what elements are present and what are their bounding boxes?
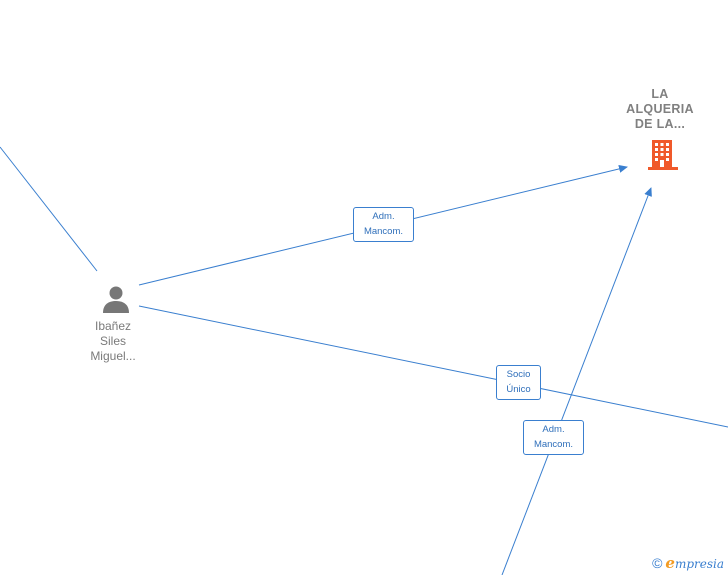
company-label-line: ALQUERIA [626, 102, 694, 116]
brand-name: mpresia [674, 557, 724, 571]
edge-label-socio-unico[interactable]: Socio Único [496, 365, 541, 400]
company-label-line: LA [651, 87, 669, 101]
edge-line-offcanvas-to-company [501, 187, 652, 575]
person-node-label[interactable]: Ibañez Siles Miguel... [73, 319, 153, 364]
brand-initial: e [665, 554, 675, 572]
person-label-line: Miguel... [90, 349, 136, 363]
edge-label-adm-mancom[interactable]: Adm. Mancom. [523, 420, 584, 455]
brand-watermark[interactable]: © empresia [652, 554, 724, 572]
building-icon[interactable] [645, 137, 681, 173]
edge-label-line: Adm. [372, 211, 395, 222]
company-node-label[interactable]: LA ALQUERIA DE LA... [610, 87, 710, 132]
edge-label-adm-mancom[interactable]: Adm. Mancom. [353, 207, 414, 242]
edge-label-line: Mancom. [533, 439, 574, 450]
copyright-icon: © [652, 555, 663, 571]
edge-label-line: Mancom. [363, 226, 404, 237]
person-label-line: Ibañez [94, 319, 132, 333]
edge-line-person-to-offcanvas [138, 305, 728, 428]
edge-label-line: Adm. [542, 424, 565, 435]
person-icon[interactable] [101, 284, 131, 314]
person-label-line: Siles [99, 334, 126, 348]
brand-logo: empresia [665, 554, 724, 572]
edge-label-line: Único [506, 384, 531, 395]
edge-label-line: Socio [506, 369, 531, 380]
edge-line-offcanvas-to-person [0, 146, 98, 272]
company-label-line: DE LA... [634, 117, 686, 131]
